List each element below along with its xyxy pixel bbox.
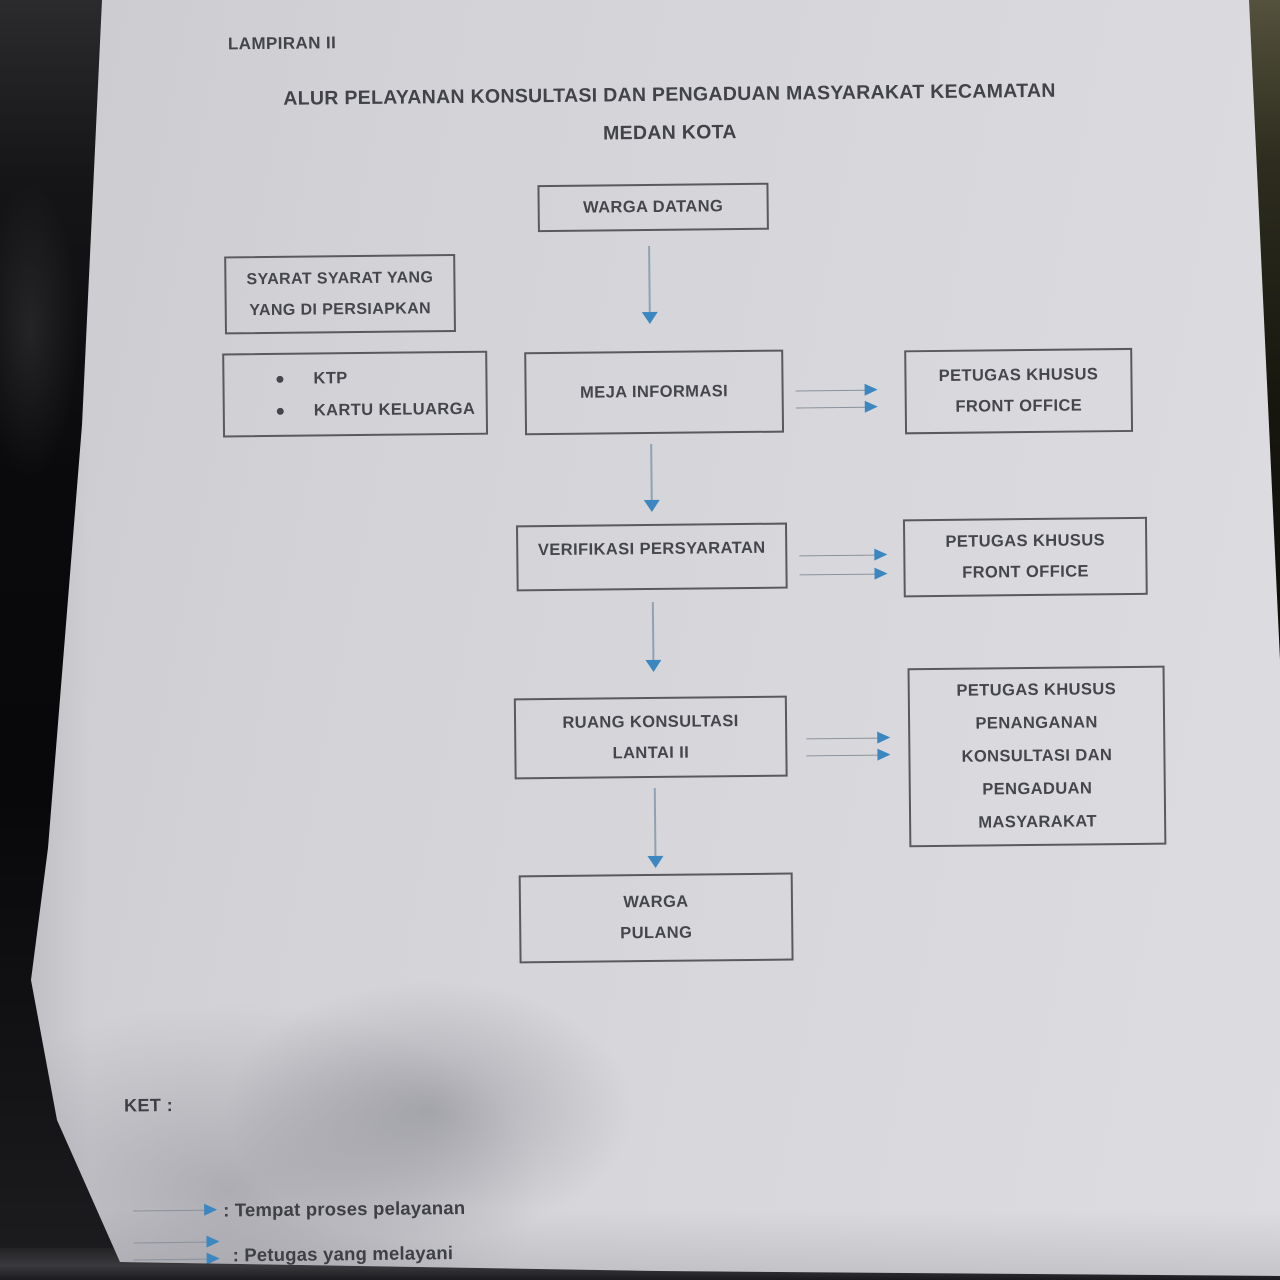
requirement-item: KARTU KELUARGA bbox=[225, 393, 486, 428]
arrow-head bbox=[206, 1235, 220, 1248]
arrow-head bbox=[874, 548, 888, 561]
arrow-shaft bbox=[133, 1209, 206, 1212]
arrow-shaft bbox=[795, 389, 866, 392]
flow-box-label: PETUGAS KHUSUS bbox=[956, 680, 1117, 700]
flow-box-label: PULANG bbox=[620, 923, 693, 943]
flow-box-label: SYARAT SYARAT YANG bbox=[246, 269, 434, 289]
flow-box-label: MASYARAKAT bbox=[978, 812, 1098, 832]
arrow-head bbox=[643, 499, 660, 513]
flow-box-label: PENANGANAN bbox=[975, 713, 1098, 733]
flow-box-petugas-front-office-2: PETUGAS KHUSUS FRONT OFFICE bbox=[902, 516, 1148, 598]
requirement-item: KTP bbox=[224, 361, 485, 396]
down-arrow-icon bbox=[641, 245, 658, 325]
down-arrow-icon bbox=[645, 601, 662, 673]
arrow-shaft bbox=[653, 787, 657, 857]
flow-box-petugas-penanganan: PETUGAS KHUSUS PENANGANAN KONSULTASI DAN… bbox=[907, 665, 1167, 848]
bullet-icon bbox=[276, 375, 284, 383]
legend-double-arrow-icon bbox=[133, 1235, 220, 1250]
arrow-head bbox=[204, 1203, 218, 1216]
arrow-shaft bbox=[133, 1258, 208, 1261]
flow-box-label: PENGADUAN bbox=[982, 779, 1093, 799]
arrow-head bbox=[206, 1252, 220, 1265]
right-arrow-icon bbox=[806, 748, 891, 762]
legend-item-tempat: : Tempat proses pelayanan bbox=[31, 0, 1273, 1221]
arrow-shaft bbox=[650, 443, 653, 501]
arrow-shaft bbox=[648, 245, 651, 313]
arrow-head bbox=[641, 311, 658, 325]
flow-box-label: WARGA DATANG bbox=[583, 197, 724, 217]
arrow-head bbox=[877, 748, 891, 761]
arrow-head bbox=[874, 567, 888, 580]
flow-box-label: KONSULTASI DAN bbox=[961, 746, 1113, 766]
lampiran-label: LAMPIRAN II bbox=[227, 33, 337, 54]
right-arrow-icon bbox=[806, 731, 891, 745]
down-arrow-icon bbox=[647, 787, 664, 869]
arrow-shaft bbox=[806, 737, 879, 740]
flow-box-ruang-konsultasi: RUANG KONSULTASI LANTAI II bbox=[513, 695, 788, 780]
arrow-shaft bbox=[133, 1241, 208, 1244]
flow-box-label: PETUGAS KHUSUS bbox=[945, 531, 1106, 551]
flow-box-label: LANTAI II bbox=[612, 743, 690, 762]
flow-box-warga-datang: WARGA DATANG bbox=[537, 182, 769, 233]
flow-box-label: MEJA INFORMASI bbox=[580, 382, 729, 402]
flow-box-warga-pulang: WARGA PULANG bbox=[518, 872, 794, 964]
flow-box-label: WARGA bbox=[623, 892, 689, 912]
down-arrow-icon bbox=[643, 443, 660, 513]
legend-heading: KET : bbox=[123, 1095, 174, 1116]
right-arrow-icon bbox=[799, 567, 888, 582]
flow-box-label: RUANG KONSULTASI bbox=[562, 711, 739, 732]
double-right-arrow-icon bbox=[31, 0, 1273, 580]
legend-single-arrow-icon bbox=[133, 1203, 218, 1218]
flow-box-petugas-front-office-1: PETUGAS KHUSUS FRONT OFFICE bbox=[904, 347, 1134, 435]
flow-box-label: PETUGAS KHUSUS bbox=[938, 365, 1099, 385]
document-title: ALUR PELAYANAN KONSULTASI DAN PENGADUAN … bbox=[164, 70, 1175, 157]
arrow-head bbox=[877, 731, 891, 744]
right-arrow-icon bbox=[795, 400, 878, 415]
arrow-head bbox=[864, 400, 878, 413]
double-right-arrow-icon bbox=[31, 0, 1273, 761]
right-arrow-icon bbox=[795, 383, 878, 398]
flow-box-label: VERIFIKASI PERSYARATAN bbox=[537, 538, 766, 559]
requirement-label: KTP bbox=[313, 368, 348, 388]
arrow-shaft bbox=[799, 554, 876, 557]
legend-item-petugas: : Petugas yang melayani bbox=[31, 0, 1273, 1265]
arrow-head bbox=[645, 659, 662, 673]
flow-box-label: FRONT OFFICE bbox=[962, 562, 1089, 582]
right-arrow-icon bbox=[799, 548, 888, 563]
flow-box-label: FRONT OFFICE bbox=[955, 396, 1083, 416]
flow-box-verifikasi: VERIFIKASI PERSYARATAN bbox=[516, 522, 788, 592]
flow-box-requirements: KTP KARTU KELUARGA bbox=[222, 350, 489, 438]
arrow-shaft bbox=[651, 601, 655, 661]
flow-box-meja-informasi: MEJA INFORMASI bbox=[524, 349, 785, 436]
bullet-icon bbox=[276, 407, 284, 415]
arrow-head bbox=[647, 855, 664, 869]
arrow-shaft bbox=[799, 573, 876, 576]
arrow-head bbox=[864, 383, 878, 396]
requirement-label: KARTU KELUARGA bbox=[313, 399, 476, 420]
legend-label: : Petugas yang melayani bbox=[232, 1242, 454, 1266]
double-right-arrow-icon bbox=[31, 0, 1273, 413]
legend-label: : Tempat proses pelayanan bbox=[223, 1196, 466, 1221]
flow-box-syarat: SYARAT SYARAT YANG YANG DI PERSIAPKAN bbox=[224, 254, 456, 335]
arrow-shaft bbox=[795, 406, 866, 409]
flow-box-label: YANG DI PERSIAPKAN bbox=[249, 300, 432, 320]
arrow-shaft bbox=[806, 754, 879, 757]
